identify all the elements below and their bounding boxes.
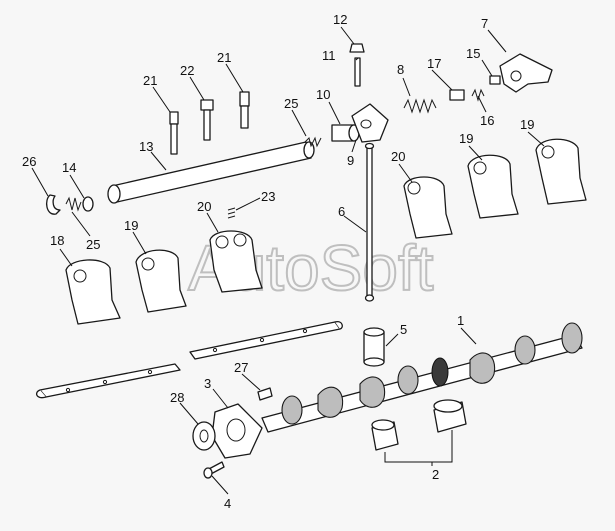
callout-25-upper: 25 — [284, 96, 298, 111]
callout-19-lower: 19 — [124, 218, 138, 233]
callout-3: 3 — [204, 376, 211, 391]
support-20-lower — [209, 230, 263, 293]
callout-21-left: 21 — [143, 73, 157, 88]
callout-15: 15 — [466, 46, 480, 61]
ring-14 — [82, 196, 94, 212]
camshaft — [261, 322, 583, 433]
callout-25-lower: 25 — [86, 237, 100, 252]
bolt-21-right — [239, 91, 250, 129]
callout-labels: 1 2 3 4 5 6 7 8 9 10 11 12 13 14 15 16 1… — [22, 12, 534, 511]
callout-13: 13 — [139, 139, 153, 154]
bushing-left — [371, 419, 399, 451]
bolt-22 — [200, 99, 214, 141]
callout-22: 22 — [180, 63, 194, 78]
callout-6: 6 — [338, 204, 345, 219]
callout-14: 14 — [62, 160, 76, 175]
support-19-lower — [135, 249, 187, 313]
rocker-arm-7 — [499, 53, 553, 93]
support-20-upper — [403, 176, 453, 239]
tappet-5 — [363, 327, 385, 367]
callout-17: 17 — [427, 56, 441, 71]
callout-5: 5 — [400, 322, 407, 337]
callout-7: 7 — [481, 16, 488, 31]
callout-4: 4 — [224, 496, 231, 511]
callout-2: 2 — [432, 467, 439, 482]
spring-25-lower — [65, 196, 82, 212]
key-27 — [257, 387, 273, 401]
callout-10: 10 — [316, 87, 330, 102]
support-18 — [65, 259, 121, 325]
callout-12: 12 — [333, 12, 347, 27]
spring-16 — [471, 88, 485, 102]
callout-23: 23 — [261, 189, 275, 204]
callout-11: 11 — [322, 48, 336, 63]
callout-9: 9 — [347, 153, 354, 168]
bolt-21-left — [169, 111, 179, 155]
callout-19-right: 19 — [520, 117, 534, 132]
push-rod-6 — [364, 142, 375, 302]
washer-28 — [192, 421, 216, 451]
callout-26: 26 — [22, 154, 36, 169]
spacer-17 — [449, 89, 465, 101]
callout-19-mid: 19 — [459, 131, 473, 146]
rocker-arm-upper — [331, 43, 389, 143]
bolt-4 — [203, 461, 225, 479]
callout-20-lower: 20 — [197, 199, 211, 214]
washer-15 — [489, 75, 501, 85]
gasket-left — [35, 363, 181, 399]
callout-21-right: 21 — [217, 50, 231, 65]
spring-25-upper — [304, 136, 322, 148]
callout-16: 16 — [480, 113, 494, 128]
bushing-right — [433, 399, 467, 433]
callout-18: 18 — [50, 233, 64, 248]
leader-lines — [31, 26, 545, 495]
spring-8 — [403, 98, 437, 114]
bracket-2 — [384, 430, 453, 463]
callout-28: 28 — [170, 390, 184, 405]
callout-1: 1 — [457, 313, 464, 328]
callout-20-upper: 20 — [391, 149, 405, 164]
callout-27: 27 — [234, 360, 248, 375]
thrust-plate — [211, 403, 263, 459]
support-19-mid — [467, 154, 519, 219]
gasket-right — [189, 321, 343, 360]
clip-26 — [45, 194, 61, 215]
callout-8: 8 — [397, 62, 404, 77]
rocker-shaft-13 — [107, 141, 315, 204]
spring-23 — [227, 207, 236, 219]
support-19-right — [535, 138, 587, 205]
